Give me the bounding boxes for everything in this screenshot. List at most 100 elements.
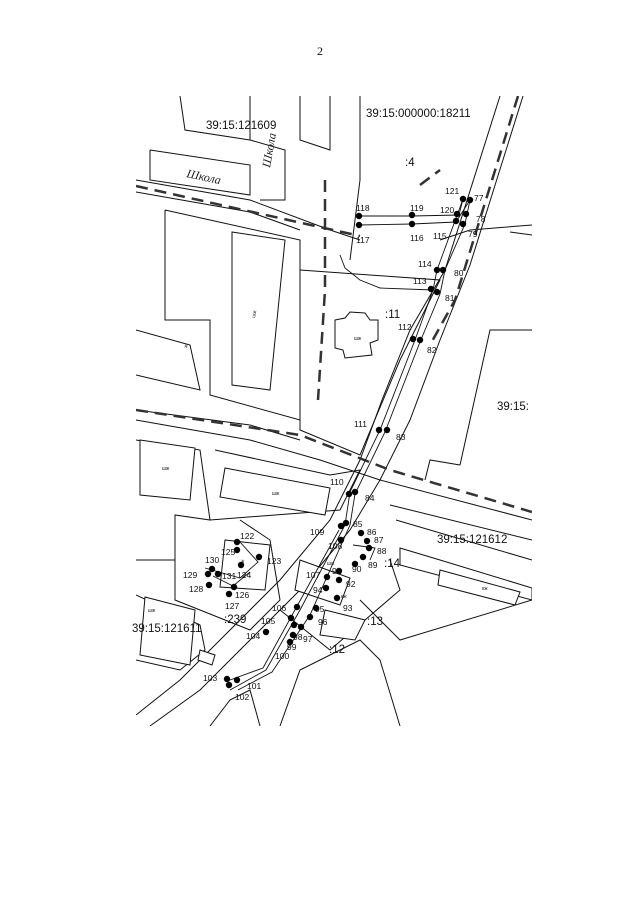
- survey-point-marker: [233, 546, 241, 554]
- survey-point-label: 113: [413, 276, 427, 286]
- parcel-label: 39:15:121611: [132, 623, 202, 635]
- survey-point-marker: [427, 285, 435, 293]
- parcel-label: :12: [329, 644, 345, 656]
- building-tag: шж: [148, 608, 156, 614]
- survey-point-marker: [357, 529, 365, 537]
- survey-point-marker: [290, 621, 298, 629]
- building-tag: шж: [272, 491, 280, 497]
- survey-point-marker: [323, 573, 331, 581]
- survey-point-marker: [230, 583, 238, 591]
- survey-point-marker: [335, 567, 343, 575]
- survey-point-marker: [205, 581, 213, 589]
- survey-point-label: 84: [365, 493, 375, 503]
- survey-point-marker: [408, 220, 416, 228]
- survey-point-marker: [337, 522, 345, 530]
- survey-point-marker: [208, 565, 216, 573]
- parcel-label: :11: [385, 309, 400, 321]
- building-tag: кж: [341, 594, 347, 600]
- survey-point-label: 86: [367, 527, 377, 537]
- survey-point-label: 79: [468, 229, 478, 239]
- survey-point-label: 87: [374, 535, 384, 545]
- survey-point-marker: [262, 628, 270, 636]
- survey-point-label: 125: [221, 547, 235, 557]
- building-tag: кж: [482, 586, 488, 592]
- survey-point-label: 96: [318, 617, 328, 627]
- survey-point-marker: [335, 576, 343, 584]
- survey-point-label: 105: [261, 616, 275, 626]
- survey-point-label: 92: [346, 579, 356, 589]
- parcel-label: 39:15:121612: [437, 534, 507, 546]
- survey-point-label: 114: [418, 259, 432, 269]
- page-number: 2: [317, 44, 323, 58]
- survey-point-label: 100: [275, 651, 289, 661]
- survey-point-label: 129: [183, 570, 197, 580]
- survey-point-label: 108: [328, 541, 342, 551]
- survey-point-marker: [459, 220, 467, 228]
- survey-point-marker: [204, 570, 212, 578]
- survey-point-marker: [297, 623, 305, 631]
- street-label: Школа: [184, 166, 222, 187]
- street-label: Школа: [259, 132, 279, 170]
- parcel-label: 39:15:000000:18211: [366, 108, 471, 120]
- survey-point-label: 112: [398, 322, 412, 332]
- survey-point-marker: [433, 266, 441, 274]
- survey-point-label: 83: [396, 432, 406, 442]
- survey-point-marker: [439, 266, 447, 274]
- survey-point-marker: [233, 676, 241, 684]
- survey-point-marker: [286, 638, 294, 646]
- survey-point-marker: [433, 288, 441, 296]
- survey-point-label: 77: [474, 193, 484, 203]
- survey-point-label: 89: [368, 560, 378, 570]
- survey-point-marker: [306, 613, 314, 621]
- survey-point-marker: [408, 211, 416, 219]
- survey-point-marker: [355, 221, 363, 229]
- survey-point-marker: [342, 519, 350, 527]
- survey-point-marker: [383, 426, 391, 434]
- building-tag: ж: [183, 343, 190, 348]
- survey-point-marker: [322, 584, 330, 592]
- survey-point-marker: [351, 488, 359, 496]
- survey-point-marker: [337, 536, 345, 544]
- survey-point-label: 85: [353, 519, 363, 529]
- survey-point-marker: [365, 544, 373, 552]
- survey-point-marker: [333, 594, 341, 602]
- survey-point-label: 120: [440, 205, 454, 215]
- survey-point-label: 88: [377, 546, 387, 556]
- survey-point-marker: [453, 210, 461, 218]
- survey-point-label: 91: [332, 566, 342, 576]
- survey-point-label: 126: [235, 590, 249, 600]
- survey-point-label: 119: [410, 203, 424, 213]
- parcel-label: :13: [367, 616, 383, 628]
- survey-point-marker: [351, 560, 359, 568]
- survey-point-label: 78: [476, 214, 486, 224]
- survey-point-marker: [223, 675, 231, 683]
- survey-point-label: 90: [352, 564, 362, 574]
- survey-point-marker: [409, 335, 417, 343]
- survey-point-label: 80: [454, 268, 464, 278]
- building-tag: шж: [354, 336, 362, 342]
- survey-point-label: 98: [293, 632, 303, 642]
- survey-points: 7778798081828384858687888990919293949596…: [183, 186, 486, 702]
- survey-point-marker: [255, 553, 263, 561]
- parcel-label: :239: [224, 614, 246, 626]
- dashed-boundaries: [136, 96, 532, 514]
- survey-point-marker: [355, 212, 363, 220]
- survey-point-label: 97: [303, 634, 313, 644]
- survey-point-label: 117: [356, 235, 370, 245]
- survey-point-label: 99: [287, 642, 297, 652]
- map-base: ж шж шж шж шж шж кж шж шж кж: [136, 96, 532, 726]
- survey-point-label: 128: [189, 584, 203, 594]
- parcel-label: 39:15:121609: [206, 120, 276, 132]
- survey-point-marker: [293, 603, 301, 611]
- parcel-label: :4: [405, 157, 415, 169]
- survey-point-marker: [233, 538, 241, 546]
- survey-point-marker: [452, 217, 460, 225]
- survey-point-marker: [363, 537, 371, 545]
- survey-point-label: 130: [205, 555, 219, 565]
- survey-point-label: 127: [225, 601, 239, 611]
- parcel-label: 39:15:: [497, 401, 529, 413]
- survey-point-marker: [462, 210, 470, 218]
- building-tag: шж: [162, 466, 170, 472]
- building-tag: шж: [327, 561, 335, 567]
